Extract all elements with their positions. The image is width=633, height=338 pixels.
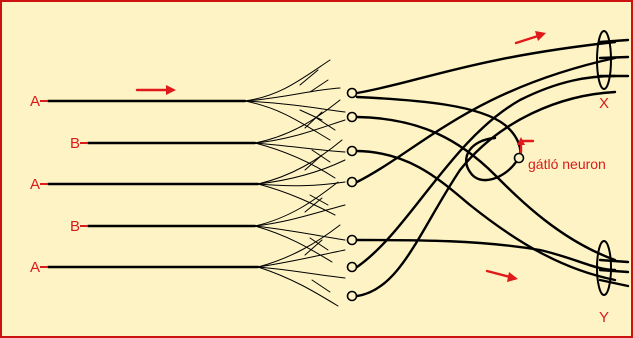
input-label-5: A xyxy=(30,259,40,276)
output-label-x: X xyxy=(599,95,609,112)
inhibitory-neuron-body xyxy=(515,154,524,163)
input-label-3: A xyxy=(30,176,40,193)
synapse-3 xyxy=(348,147,357,156)
synapse-1 xyxy=(348,89,357,98)
synapse-4 xyxy=(348,178,357,187)
input-label-1: A xyxy=(30,93,40,110)
synapse-6 xyxy=(348,263,357,272)
synapse-7 xyxy=(348,292,357,301)
input-label-4: B xyxy=(70,218,80,235)
synapse-5 xyxy=(348,236,357,245)
synapse-2 xyxy=(348,113,357,122)
output-label-y: Y xyxy=(599,309,609,326)
inhibitory-neuron-label: gátló neuron xyxy=(528,156,606,172)
input-label-2: B xyxy=(70,135,80,152)
